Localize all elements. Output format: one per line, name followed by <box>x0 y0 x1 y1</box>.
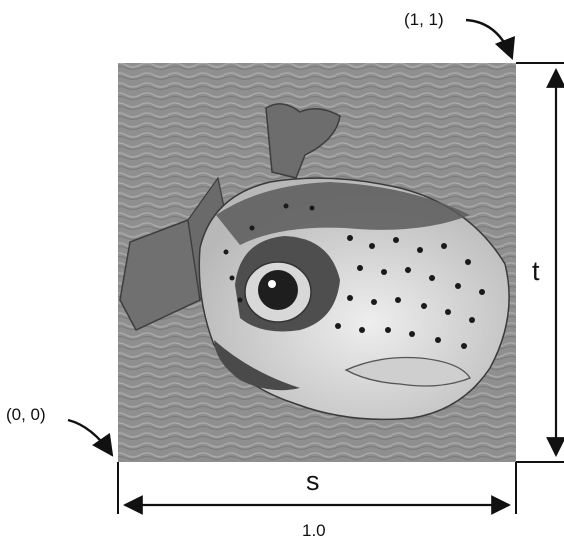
corner-label-top-right: (1, 1) <box>404 10 444 30</box>
axis-label-t: t <box>532 256 540 287</box>
axis-label-s: s <box>306 466 320 497</box>
corner-label-bottom-left: (0, 0) <box>6 405 46 425</box>
pointer-arrow-bottom-left <box>68 420 112 455</box>
width-value-label: 1.0 <box>302 521 326 541</box>
texture-image <box>118 63 516 462</box>
pointer-arrow-top-right <box>466 20 512 58</box>
